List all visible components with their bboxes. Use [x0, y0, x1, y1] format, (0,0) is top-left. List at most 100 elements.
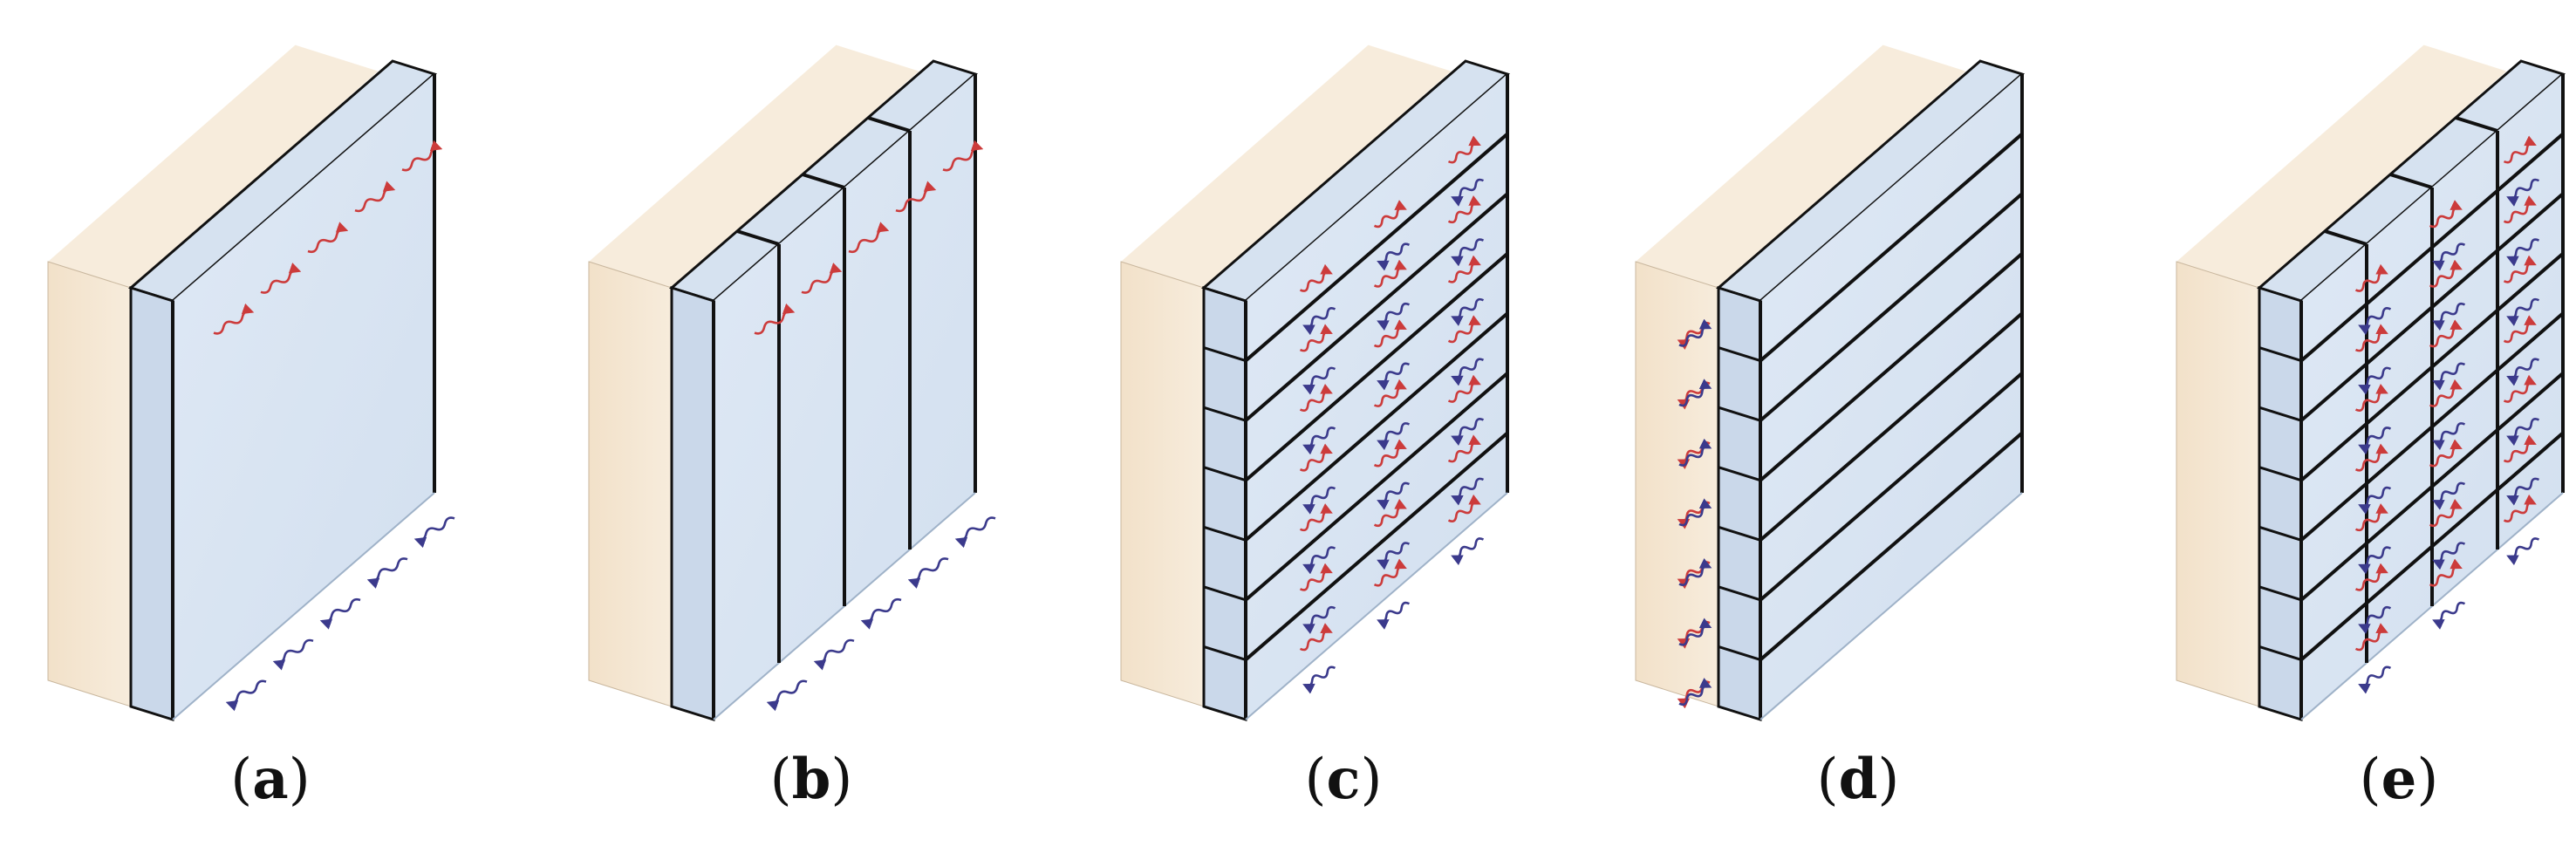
horizontal-divider-front	[2258, 585, 2302, 602]
horizontal-divider-front	[1718, 346, 1761, 363]
horizontal-divider	[2299, 133, 2565, 363]
cool-arrow	[2358, 307, 2392, 336]
cool-arrow	[1678, 498, 1712, 527]
cool-arrow	[1451, 537, 1485, 566]
cool-arrow	[954, 516, 996, 549]
panel-letter: b	[792, 747, 831, 812]
horizontal-divider-front	[2258, 645, 2302, 661]
warm-arrow	[1447, 434, 1481, 463]
panel-d	[1635, 44, 2026, 722]
horizontal-divider	[2299, 431, 2565, 661]
cool-arrow	[1302, 605, 1336, 634]
panel-front-edge	[1717, 285, 1762, 722]
warm-arrow	[1299, 443, 1333, 472]
warm-arrow	[942, 140, 984, 172]
air-flow-arrows	[1299, 135, 1485, 694]
warm-arrow	[2503, 255, 2537, 283]
cool-arrow	[1451, 358, 1485, 386]
panel-a	[47, 44, 455, 722]
cool-arrow	[319, 597, 361, 630]
vertical-divider-top	[2389, 173, 2433, 189]
horizontal-divider-front	[1718, 466, 1761, 482]
panel-label-a: (a)	[230, 747, 310, 812]
cool-arrow	[1377, 242, 1411, 271]
warm-arrow	[1299, 263, 1333, 292]
warm-arrow	[2503, 315, 2537, 344]
horizontal-divider-front	[1203, 406, 1247, 422]
air-flow-arrows	[2354, 135, 2540, 694]
warm-arrow	[2354, 563, 2388, 591]
panel-b	[588, 44, 996, 722]
cool-arrow	[1302, 366, 1336, 395]
warm-arrow	[801, 263, 843, 294]
wall-front-face	[1120, 261, 1205, 707]
horizontal-divider	[2299, 192, 2565, 422]
panel-edge-line	[1759, 492, 2023, 720]
cool-arrow	[2506, 238, 2540, 267]
air-flow-arrows	[1677, 318, 1712, 709]
warm-arrow	[1373, 379, 1407, 407]
warm-arrow	[2503, 494, 2537, 522]
cool-arrow	[2506, 477, 2540, 506]
air-flow-arrows	[213, 140, 455, 712]
horizontal-divider	[1244, 252, 1509, 482]
warm-arrow	[2354, 383, 2388, 412]
cool-arrow	[1377, 481, 1411, 510]
cool-arrow	[272, 638, 314, 671]
cool-arrow	[1451, 477, 1485, 506]
horizontal-divider	[1759, 133, 2024, 363]
horizontal-divider-front	[2258, 346, 2302, 363]
warm-arrow	[1447, 374, 1481, 403]
cool-arrow	[1678, 318, 1712, 347]
warm-arrow	[2354, 324, 2388, 352]
panels-layer	[47, 44, 2566, 722]
cool-arrow	[2358, 486, 2392, 515]
panel-e	[2176, 44, 2566, 722]
horizontal-divider	[1244, 372, 1509, 602]
wall-top-face	[589, 44, 919, 288]
horizontal-divider-front	[1718, 645, 1761, 661]
cool-arrow	[2358, 427, 2392, 455]
horizontal-divider-front	[2258, 525, 2302, 542]
horizontal-divider	[2299, 252, 2565, 482]
cool-arrow	[2506, 537, 2540, 566]
warm-arrow	[1299, 623, 1333, 652]
cool-arrow	[2432, 362, 2466, 391]
warm-arrow	[2503, 195, 2537, 224]
cool-arrow	[2358, 546, 2392, 575]
horizontal-divider-front	[1203, 645, 1247, 661]
horizontal-divider	[2299, 311, 2565, 542]
warm-arrow	[1373, 558, 1407, 587]
vertical-divider-top	[2324, 229, 2368, 246]
horizontal-divider	[1759, 192, 2024, 422]
labels-layer: (a)(b)(c)(d)(e)	[230, 747, 2438, 812]
cool-arrow	[813, 638, 855, 671]
warm-arrow	[213, 303, 255, 335]
warm-arrow	[1447, 315, 1481, 344]
cool-arrow	[1451, 418, 1485, 447]
cool-arrow	[2506, 358, 2540, 386]
cool-arrow	[907, 557, 949, 589]
cool-arrow	[2358, 366, 2392, 395]
horizontal-divider-front	[1718, 406, 1761, 422]
panel-main-face	[1760, 74, 2022, 720]
warm-arrow	[2503, 135, 2537, 164]
warm-arrow	[1447, 195, 1481, 224]
wall-top-face	[2176, 44, 2507, 288]
cool-arrow	[2506, 418, 2540, 447]
cool-arrow	[366, 557, 408, 589]
cool-arrow	[2358, 665, 2392, 694]
warm-arrow	[1447, 135, 1481, 164]
cool-arrow	[2432, 302, 2466, 331]
warm-arrow	[307, 222, 349, 254]
warm-arrow	[1447, 494, 1481, 522]
cool-arrow	[1451, 297, 1485, 326]
wall-front-face	[47, 261, 132, 707]
vertical-divider-top	[736, 229, 780, 246]
panel-front-edge	[2258, 285, 2303, 722]
cool-arrow	[2432, 422, 2466, 451]
warm-arrow	[1373, 259, 1407, 288]
panel-front-edge	[670, 285, 715, 722]
cool-arrow	[1302, 427, 1336, 455]
cool-arrow	[1377, 422, 1411, 451]
